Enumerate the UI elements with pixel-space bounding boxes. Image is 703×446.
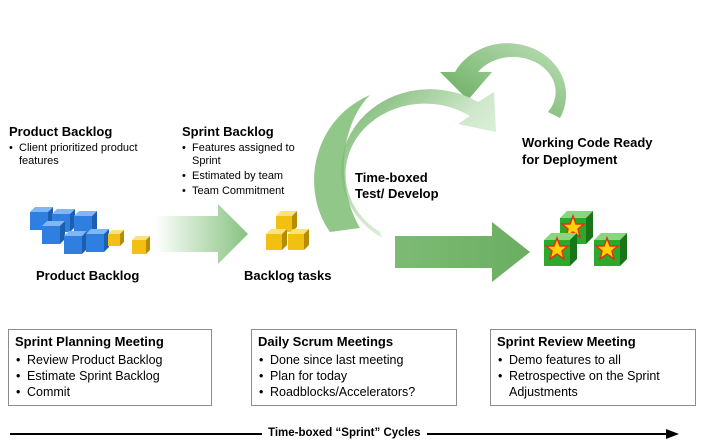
working-code-label: Working Code Ready for Deployment	[522, 134, 653, 168]
cycle-label-line1: Time-boxed	[355, 170, 428, 185]
working-code-cubes	[543, 211, 627, 266]
cycle-label: Time-boxed Test/ Develop	[355, 170, 439, 202]
product-backlog-section: Product Backlog Client prioritized produ…	[9, 124, 169, 168]
backlog-tasks-caption: Backlog tasks	[244, 268, 332, 283]
sprint-planning-box: Sprint Planning Meeting Review Product B…	[8, 329, 212, 406]
sprint-backlog-bullet: Estimated by team	[182, 170, 310, 183]
timeline-arrowhead	[666, 429, 679, 439]
small-loop-arrow	[440, 43, 567, 118]
daily-scrum-item: Plan for today	[258, 368, 450, 384]
sprint-backlog-bullet: Features assigned to Sprint	[182, 142, 310, 168]
working-code-line1: Working Code Ready	[522, 135, 653, 150]
sprint-review-box: Sprint Review Meeting Demo features to a…	[490, 329, 696, 406]
flow-arrow-out	[395, 222, 530, 282]
sprint-backlog-title: Sprint Backlog	[182, 124, 274, 139]
daily-scrum-item: Done since last meeting	[258, 352, 450, 368]
sprint-planning-item: Review Product Backlog	[15, 352, 205, 368]
daily-scrum-title: Daily Scrum Meetings	[258, 334, 394, 349]
backlog-task-cubes	[266, 211, 309, 250]
daily-scrum-item: Roadblocks/Accelerators?	[258, 384, 450, 400]
working-code-line2: for Deployment	[522, 152, 618, 167]
sprint-planning-item: Estimate Sprint Backlog	[15, 368, 205, 384]
product-backlog-caption: Product Backlog	[36, 268, 140, 283]
sprint-backlog-section: Sprint Backlog Features assigned to Spri…	[182, 124, 310, 198]
product-backlog-cubes	[30, 207, 150, 254]
sprint-planning-item: Commit	[15, 384, 205, 400]
sprint-review-title: Sprint Review Meeting	[497, 334, 636, 349]
cycle-label-line2: Test/ Develop	[355, 186, 439, 201]
sprint-backlog-bullet: Team Commitment	[182, 185, 310, 198]
product-backlog-title: Product Backlog	[9, 124, 113, 139]
sprint-planning-title: Sprint Planning Meeting	[15, 334, 164, 349]
sprint-review-item: Retrospective on the Sprint Adjustments	[497, 368, 689, 400]
product-backlog-bullet: Client prioritized product features	[9, 142, 169, 168]
cycle-ring	[341, 89, 496, 238]
flow-arrow-1	[155, 204, 248, 264]
daily-scrum-box: Daily Scrum Meetings Done since last mee…	[251, 329, 457, 406]
timeline-label: Time-boxed “Sprint” Cycles	[262, 427, 427, 439]
sprint-review-item: Demo features to all	[497, 352, 689, 368]
